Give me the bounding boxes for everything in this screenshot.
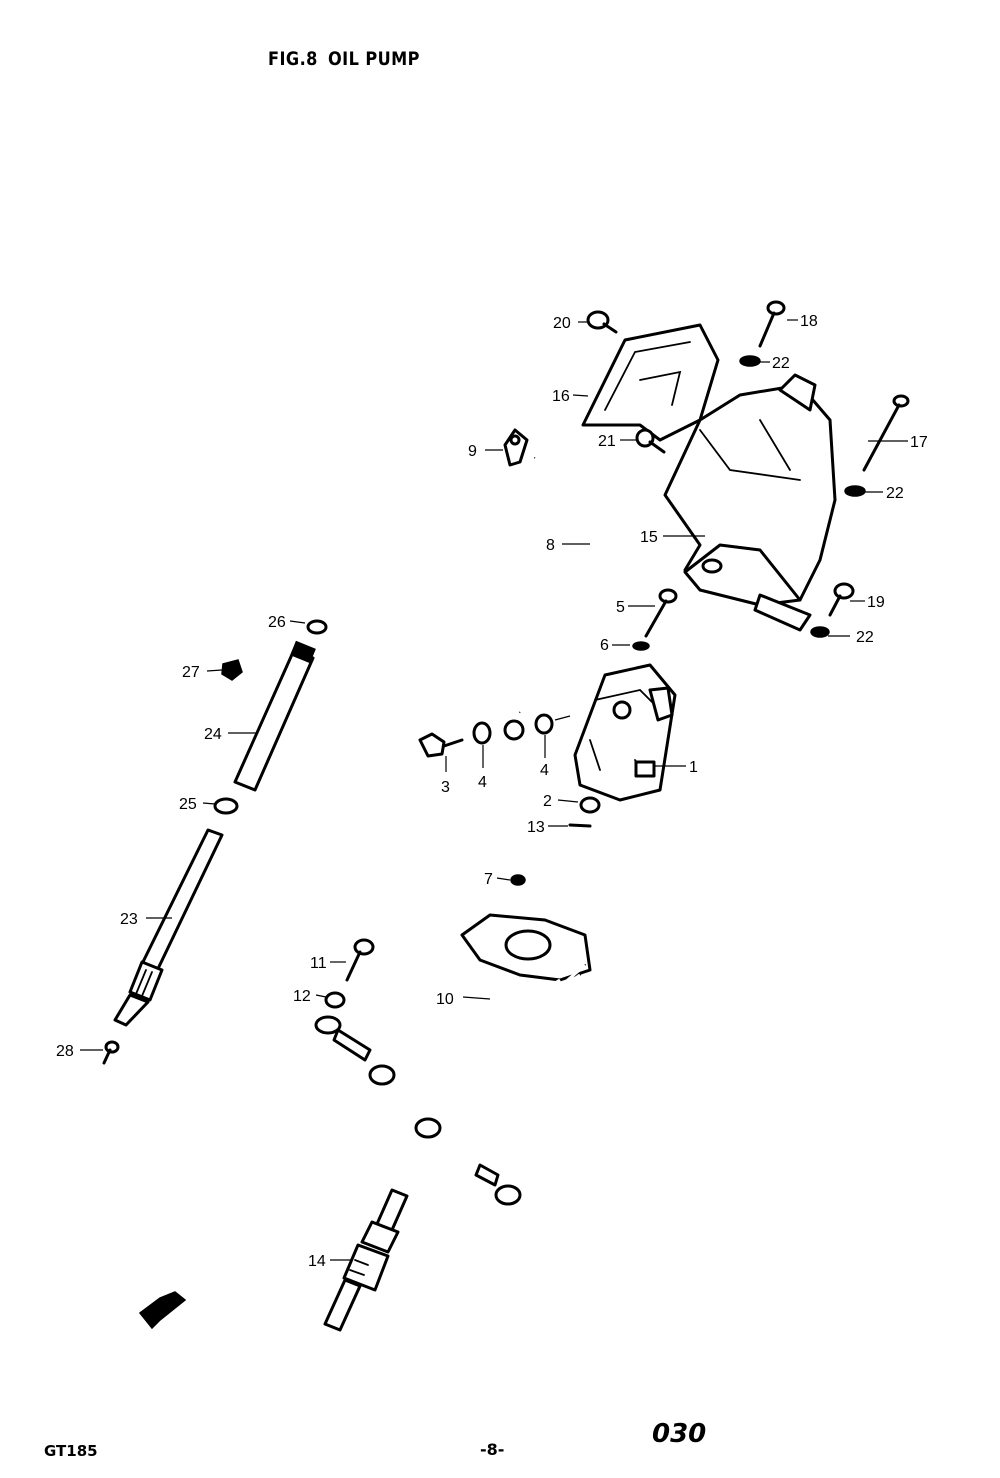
callout-22-top: 22 [772,355,790,372]
callout-21: 21 [598,433,616,450]
model-label: GT185 [44,1442,98,1460]
figure-number: FIG.8 [268,48,318,70]
callout-20: 20 [553,315,571,332]
part-3-bolt [418,732,464,758]
leader-lines [80,319,908,1261]
part-20-screw [586,310,618,334]
callout-26: 26 [268,614,286,631]
part-10-pipes [314,913,592,1206]
callout-14: 14 [308,1253,326,1270]
callout-3: 3 [441,779,450,796]
callout-4-left: 4 [478,774,487,791]
callout-10: 10 [436,991,454,1008]
callout-7: 7 [484,871,493,888]
callout-19: 19 [867,594,885,611]
part-17-bolt [862,394,910,472]
part-13-pin [568,823,592,828]
page-title: FIG.8 OIL PUMP [268,48,430,70]
part-4-washers [472,713,554,745]
callout-13: 13 [527,819,545,836]
callout-2: 2 [543,793,552,810]
part-23-shaft [113,828,224,1027]
callout-22-mid: 22 [886,485,904,502]
part-28-pin [102,1040,120,1065]
callout-5: 5 [616,599,625,616]
callout-17: 17 [910,434,928,451]
callout-15: 15 [640,529,658,546]
callout-23: 23 [120,911,138,928]
part-18-bolt [758,300,786,348]
part-5-bolt [644,588,678,638]
callout-1: 1 [689,759,698,776]
part-27-plug [221,659,243,681]
part-15-tank [663,373,837,632]
part-8-hose [503,455,595,741]
callout-11: 11 [310,955,327,972]
part-22-washers [739,355,866,638]
callout-24: 24 [204,726,222,743]
callout-27: 27 [182,664,200,681]
callout-12: 12 [293,988,311,1005]
callout-16: 16 [552,388,570,405]
part-25-oring [213,797,239,815]
front-arrow-icon [138,1291,187,1330]
part-2-bolt [579,796,601,814]
diagram-code: 030 [652,1419,707,1449]
page-number: -8- [480,1440,505,1459]
part-24-sleeve [233,640,316,792]
part-6-washer [632,641,650,651]
part-26-oring [306,619,328,635]
callout-18: 18 [800,313,818,330]
callout-25: 25 [179,796,197,813]
part-7-plug [510,874,526,886]
part-9-clip [503,428,529,467]
part-1-pump [573,663,677,802]
part-21-bolt [635,428,666,454]
callout-9: 9 [468,443,477,460]
part-16-cover [581,323,720,442]
part-12-washer [324,991,346,1009]
figure-name: OIL PUMP [328,48,420,70]
callout-28: 28 [56,1043,74,1060]
part-14-gear [323,1188,409,1332]
part-11-bolt [345,938,375,982]
callout-6: 6 [600,637,609,654]
callout-4-right: 4 [540,762,549,779]
part-19-bolt [828,582,855,617]
callout-22-bottom: 22 [856,629,874,646]
callout-8: 8 [546,537,555,554]
callout-labels: 20 16 9 8 21 18 22 17 22 15 19 22 5 6 1 … [56,313,928,1270]
